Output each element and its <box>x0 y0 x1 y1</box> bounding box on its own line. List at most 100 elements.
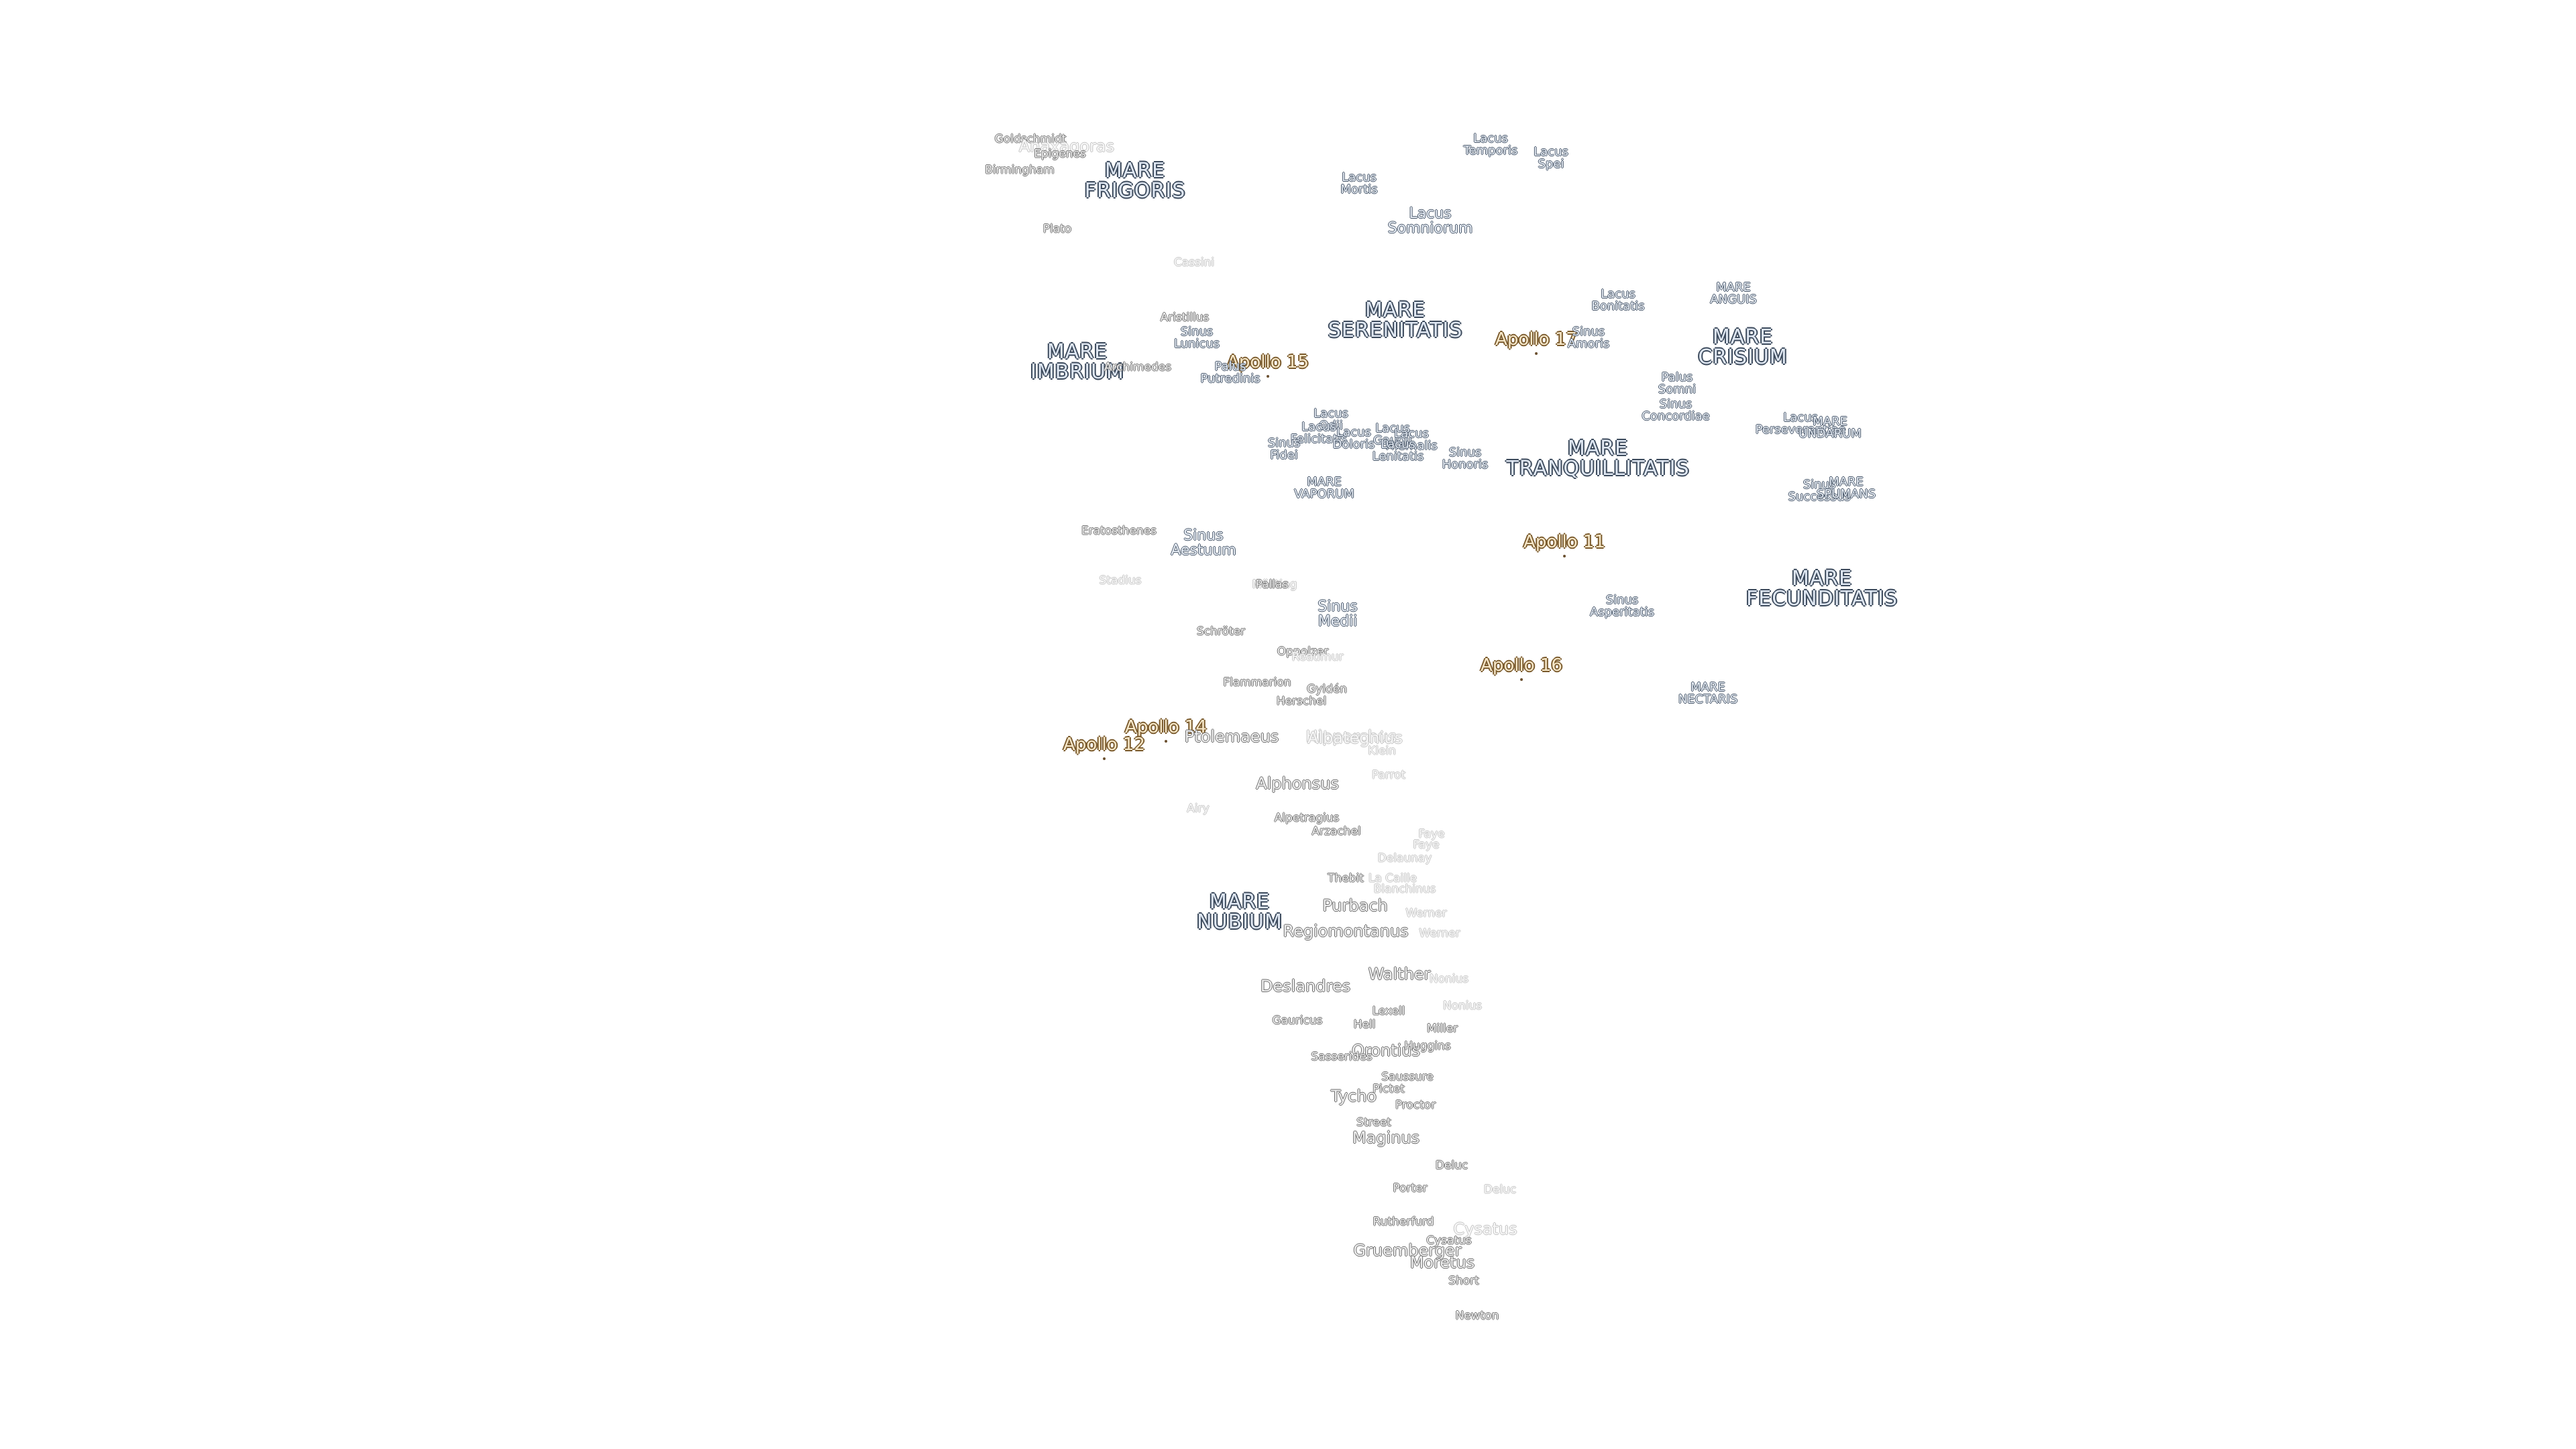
mare-nectaris-label[interactable]: MARE NECTARIS <box>1678 682 1738 706</box>
crater-huggins-label[interactable]: Huggins <box>1404 1039 1451 1053</box>
apollo-15-site-label[interactable]: Apollo 15 <box>1227 352 1309 378</box>
lacus-hiemalis-label[interactable]: Lacus Hiemalis <box>1385 428 1438 452</box>
crater-airy-east-label[interactable]: Faye <box>1413 838 1440 852</box>
crater-faye-label[interactable]: Faye <box>1418 827 1445 841</box>
mare-crisium-label[interactable]: MARE CRISIUM <box>1698 327 1787 368</box>
crater-deluc-label[interactable]: Deluc <box>1435 1159 1468 1173</box>
crater-deslandres-label[interactable]: Deslandres <box>1260 977 1351 996</box>
lacus-temporis-label[interactable]: Lacus Temporis <box>1464 133 1518 157</box>
crater-alpetragius-label[interactable]: Alpetragius <box>1274 811 1340 825</box>
palus-putredinis-label[interactable]: Palus Putredinis <box>1200 361 1260 385</box>
sinus-aestuum-label[interactable]: Sinus Aestuum <box>1171 529 1236 558</box>
crater-newton-label[interactable]: Newton <box>1455 1309 1499 1323</box>
sinus-asperitatis-label[interactable]: Sinus Asperitatis <box>1590 594 1654 619</box>
crater-airy-label[interactable]: Airy <box>1187 802 1210 816</box>
crater-gauricus-label[interactable]: Gauricus <box>1272 1014 1323 1028</box>
mare-nubium-label[interactable]: MARE NUBIUM <box>1197 892 1283 932</box>
crater-parrot-label[interactable]: Parrot <box>1371 768 1406 782</box>
crater-rutherfurd-label[interactable]: Rutherfurd <box>1373 1215 1434 1229</box>
crater-orontius-label[interactable]: Orontius <box>1352 1041 1420 1060</box>
palus-somni-label[interactable]: Palus Somni <box>1658 372 1696 396</box>
crater-werner-east-label[interactable]: Werner <box>1419 926 1460 941</box>
mare-undarum-label[interactable]: MARE UNDARUM <box>1799 416 1862 440</box>
crater-porter-label[interactable]: Porter <box>1393 1181 1428 1195</box>
mare-tranquillitatis-label[interactable]: MARE TRANQUILLITATIS <box>1506 439 1689 479</box>
lacus-spei-label[interactable]: Lacus Spei <box>1534 146 1568 170</box>
crater-birmingham-label[interactable]: Birmingham <box>985 163 1055 177</box>
crater-regiomontanus-label[interactable]: Regiomontanus <box>1283 922 1409 941</box>
crater-blanchinus-label[interactable]: Blanchinus <box>1373 882 1436 896</box>
crater-lacaille-label[interactable]: La Caille <box>1368 871 1417 885</box>
crater-ptolemaeus-label[interactable]: Ptolemaeus <box>1184 727 1279 746</box>
mare-spumans-label[interactable]: MARE SPUMANS <box>1817 476 1876 500</box>
crater-flammarion-label[interactable]: Flammarion <box>1223 676 1291 690</box>
sinus-successus-label[interactable]: Sinus Successus <box>1788 479 1850 503</box>
crater-tycho-label[interactable]: Tycho <box>1330 1087 1377 1106</box>
sinus-medii-label[interactable]: Sinus Medii <box>1318 600 1357 629</box>
crater-sasserides-label[interactable]: Sasserides <box>1311 1050 1373 1064</box>
lacus-bonitatis-label[interactable]: Lacus Bonitatis <box>1591 288 1644 313</box>
sinus-fidei-label[interactable]: Sinus Fidei <box>1268 437 1301 462</box>
crater-oppolzer-label[interactable]: Oppolzer <box>1277 645 1329 659</box>
crater-hell-label[interactable]: Hell <box>1353 1018 1376 1032</box>
crater-gruemberger-label[interactable]: Gruemberger <box>1353 1241 1462 1260</box>
crater-eratosthenes-label[interactable]: Eratosthenes <box>1081 524 1157 538</box>
lacus-odii-label[interactable]: Lacus Odii <box>1313 408 1348 432</box>
crater-short-label[interactable]: Short <box>1448 1274 1479 1288</box>
crater-deluc-east-label[interactable]: Deluc <box>1483 1183 1517 1197</box>
crater-curtius-label[interactable]: Cysatus <box>1453 1220 1517 1238</box>
lacus-somniorum-label[interactable]: Lacus Somniorum <box>1388 207 1473 236</box>
lacus-lenitatis-label[interactable]: Lacus Lenitatis <box>1373 439 1424 463</box>
mare-fecunditatis-label[interactable]: MARE FECUNDITATIS <box>1746 569 1898 609</box>
crater-archimedes-label[interactable]: Archimedes <box>1104 360 1172 374</box>
crater-walther-label[interactable]: Walther <box>1368 965 1431 983</box>
lacus-gaudii-label[interactable]: Lacus Gaudii <box>1373 423 1412 447</box>
mare-serenitatis-label[interactable]: MARE SERENITATIS <box>1328 301 1463 341</box>
crater-pictet-label[interactable]: Pictet <box>1373 1082 1405 1096</box>
apollo-11-site-label[interactable]: Apollo 11 <box>1523 532 1605 557</box>
crater-pallas-label[interactable]: Pallas <box>1255 578 1289 592</box>
crater-proctor-label[interactable]: Proctor <box>1395 1098 1436 1112</box>
mare-vaporum-label[interactable]: MARE VAPORUM <box>1294 476 1354 500</box>
sinus-amoris-label[interactable]: Sinus Amoris <box>1568 326 1610 350</box>
crater-lexell-label[interactable]: Lexell <box>1372 1004 1405 1018</box>
crater-mosting-label[interactable]: Mösting <box>1252 578 1297 592</box>
crater-alphonsus-label[interactable]: Alphonsus <box>1256 774 1339 793</box>
crater-cassini-label[interactable]: Cassini <box>1173 256 1215 270</box>
crater-aristillus-label[interactable]: Aristillus <box>1160 311 1210 325</box>
crater-delaunay-label[interactable]: Delaunay <box>1377 851 1432 865</box>
mare-frigoris-label[interactable]: MARE FRIGORIS <box>1085 161 1186 201</box>
apollo-12-site-label[interactable]: Apollo 12 <box>1063 735 1145 760</box>
mare-anguis-label[interactable]: MARE ANGUIS <box>1710 282 1757 306</box>
sinus-honoris-label[interactable]: Sinus Honoris <box>1442 447 1489 471</box>
crater-street-label[interactable]: Street <box>1356 1116 1391 1130</box>
crater-miller-label[interactable]: Miller <box>1426 1022 1458 1036</box>
crater-saussure-label[interactable]: Saussure <box>1381 1070 1434 1084</box>
crater-arzachel-label[interactable]: Arzachel <box>1311 824 1361 839</box>
lacus-doloris-label[interactable]: Lacus Doloris <box>1333 427 1375 451</box>
crater-klein-label[interactable]: Klein <box>1368 744 1396 758</box>
crater-anaxagoras-label[interactable]: Anaxagoras <box>1018 137 1115 156</box>
crater-reaumur-label[interactable]: Réaumur <box>1291 650 1344 664</box>
crater-plato-label[interactable]: Plato <box>1042 222 1072 236</box>
lacus-perseverantiae-label[interactable]: Lacus Perseverantiae <box>1756 412 1846 436</box>
crater-gylden-label[interactable]: Gyldén <box>1307 682 1347 696</box>
crater-werner-label[interactable]: Werner <box>1405 906 1447 920</box>
crater-cysatus-label[interactable]: Cysatus <box>1426 1234 1472 1248</box>
apollo-16-site-label[interactable]: Apollo 16 <box>1481 655 1562 681</box>
crater-schroter-label[interactable]: Schröter <box>1196 625 1246 639</box>
crater-goldschmidt-label[interactable]: Goldschmidt <box>994 132 1067 146</box>
crater-albategnius-label[interactable]: Albategnius <box>1307 729 1403 747</box>
apollo-14-site-label[interactable]: Apollo 14 <box>1125 717 1207 743</box>
lacus-felicitatis-label[interactable]: Lacus Felicitatis <box>1291 421 1348 445</box>
lacus-mortis-label[interactable]: Lacus Mortis <box>1340 172 1377 196</box>
crater-nonius-label[interactable]: Nonius <box>1429 972 1469 986</box>
crater-thebit-label[interactable]: Thebit <box>1328 871 1364 885</box>
crater-herschel-label[interactable]: Herschel <box>1276 694 1327 708</box>
crater-epigenes-label[interactable]: Epigenes <box>1034 147 1086 161</box>
crater-nonius-south-label[interactable]: Nonius <box>1442 999 1483 1013</box>
crater-purbach-label[interactable]: Purbach <box>1322 896 1388 915</box>
crater-moretus-label[interactable]: Moretus <box>1409 1253 1475 1272</box>
sinus-concordiae-label[interactable]: Sinus Concordiae <box>1642 398 1710 423</box>
crater-hipparchus-label[interactable]: Hipparchus <box>1305 727 1397 746</box>
